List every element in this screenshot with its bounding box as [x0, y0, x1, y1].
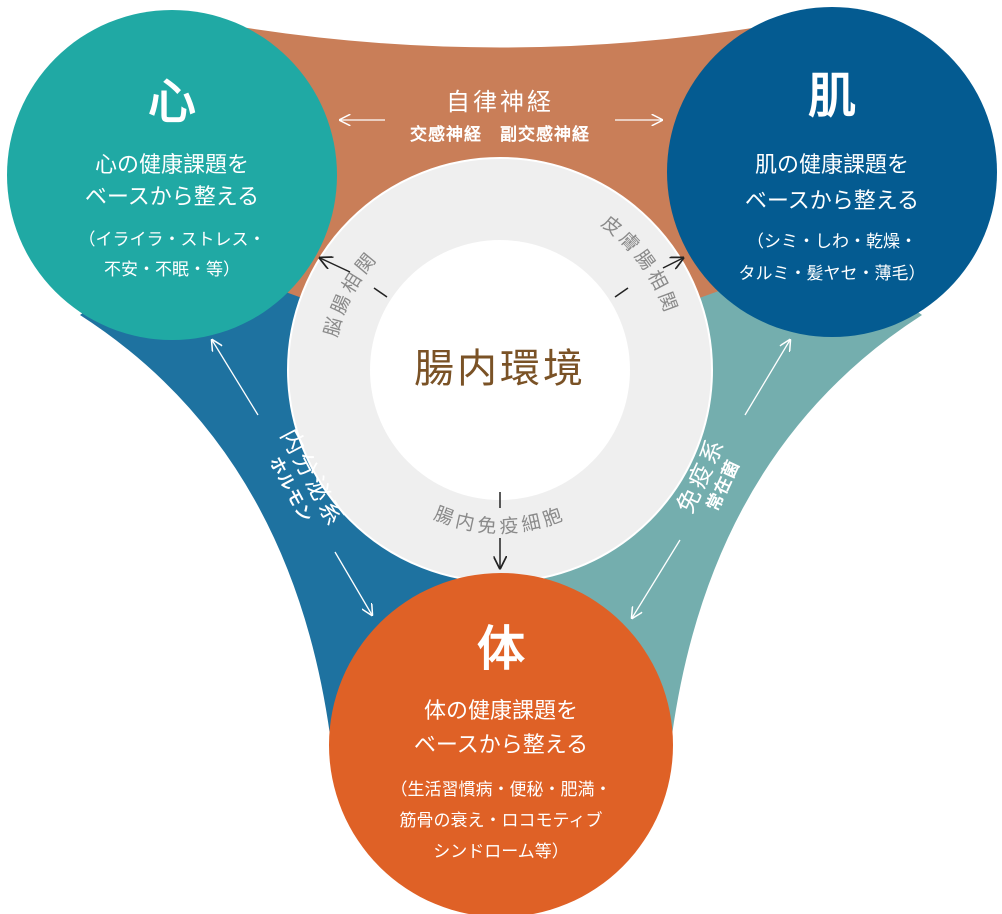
skin-line1: 肌の健康課題を	[755, 153, 909, 178]
mind-note2: 不安・不眠・等）	[104, 260, 240, 280]
mind-note1: （イライラ・ストレス・	[79, 230, 266, 250]
skin-line2: ベースから整える	[745, 189, 919, 214]
mind-line2: ベースから整える	[85, 185, 259, 210]
circle-mind: 心 心の健康課題を ベースから整える （イライラ・ストレス・ 不安・不眠・等）	[7, 10, 337, 340]
skin-note1: （シミ・しわ・乾燥・	[747, 232, 917, 252]
mind-line1: 心の健康課題を	[95, 153, 249, 178]
skin-note2: タルミ・髪ヤセ・薄毛）	[739, 264, 926, 284]
body-note1: （生活習慣病・便秘・肥満・	[391, 780, 612, 800]
arrow-endocrine-up	[212, 340, 259, 416]
circle-skin: 肌 肌の健康課題を ベースから整える （シミ・しわ・乾燥・ タルミ・髪ヤセ・薄毛…	[667, 7, 997, 337]
arrow-immune-up	[744, 340, 790, 416]
body-line1: 体の健康課題を	[424, 699, 578, 724]
arrow-endocrine-down	[334, 551, 372, 615]
mind-title: 心	[148, 74, 196, 130]
circle-body: 体 体の健康課題を ベースから整える （生活習慣病・便秘・肥満・ 筋骨の衰え・ロ…	[329, 573, 673, 914]
autonomic-title: 自律神経	[446, 88, 554, 116]
gut-core	[370, 240, 630, 500]
arrow-brain-gut	[320, 258, 351, 273]
arrow-immune-down	[632, 539, 681, 618]
tick-skin-gut	[614, 287, 629, 298]
body-line2: ベースから整える	[414, 733, 588, 758]
skin-title: 肌	[808, 68, 856, 124]
body-title: 体	[477, 621, 525, 677]
autonomic-subtitle: 交感神経 副交感神経	[410, 124, 590, 145]
center-title: 腸内環境	[414, 346, 586, 392]
arrow-skin-gut	[662, 258, 683, 268]
body-note3: シンドローム等）	[433, 842, 569, 862]
tick-brain-gut	[373, 287, 388, 298]
body-note2: 筋骨の衰え・ロコモティブ	[400, 810, 603, 831]
